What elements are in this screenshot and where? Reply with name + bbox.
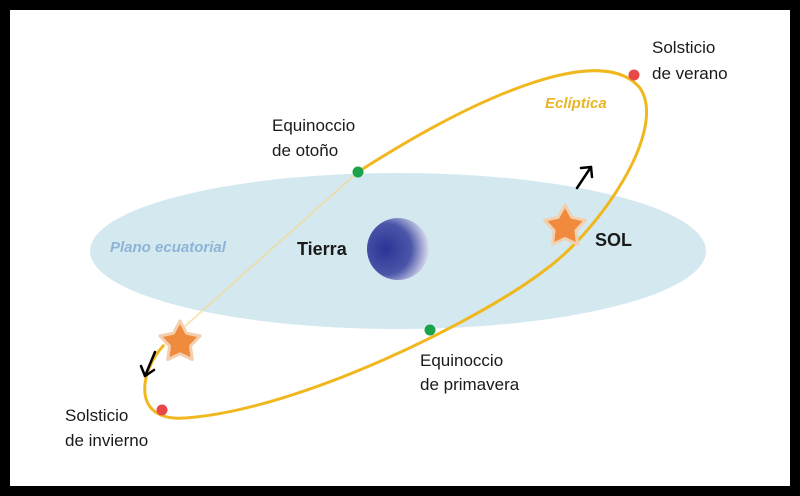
- solstice-winter-label-line2: de invierno: [65, 431, 148, 450]
- equinox-autumn-label-line2: de otoño: [272, 141, 338, 160]
- solstice-winter-label-line1: Solsticio: [65, 406, 128, 425]
- sun-label: SOL: [595, 230, 632, 250]
- equinox-autumn-point: [352, 166, 364, 178]
- equinox-spring-label-line1: Equinoccio: [420, 351, 503, 370]
- equinox-spring-point: [424, 324, 436, 336]
- earth: [367, 218, 429, 280]
- ecliptic-orbit: [143, 69, 648, 420]
- equatorial-plane-label: Plano ecuatorial: [110, 239, 227, 256]
- equinox-spring-label-line2: de primavera: [420, 375, 520, 394]
- arrow-up-icon: [575, 165, 594, 190]
- equinox-autumn-label-line1: Equinoccio: [272, 116, 355, 135]
- solstice-summer-label-line2: de verano: [652, 64, 728, 83]
- earth-label: Tierra: [297, 239, 348, 259]
- solstice-summer-point: [628, 69, 640, 81]
- solstice-winter-point: [156, 404, 168, 416]
- ecliptic-back-arc: [163, 171, 359, 346]
- sun-star-icon: [543, 203, 587, 246]
- solstice-summer-label-line1: Solsticio: [652, 38, 715, 57]
- sun-winter-star-icon: [158, 319, 202, 362]
- ecliptic-label: Eclíptica: [545, 95, 607, 112]
- arrow-down-icon: [139, 350, 157, 378]
